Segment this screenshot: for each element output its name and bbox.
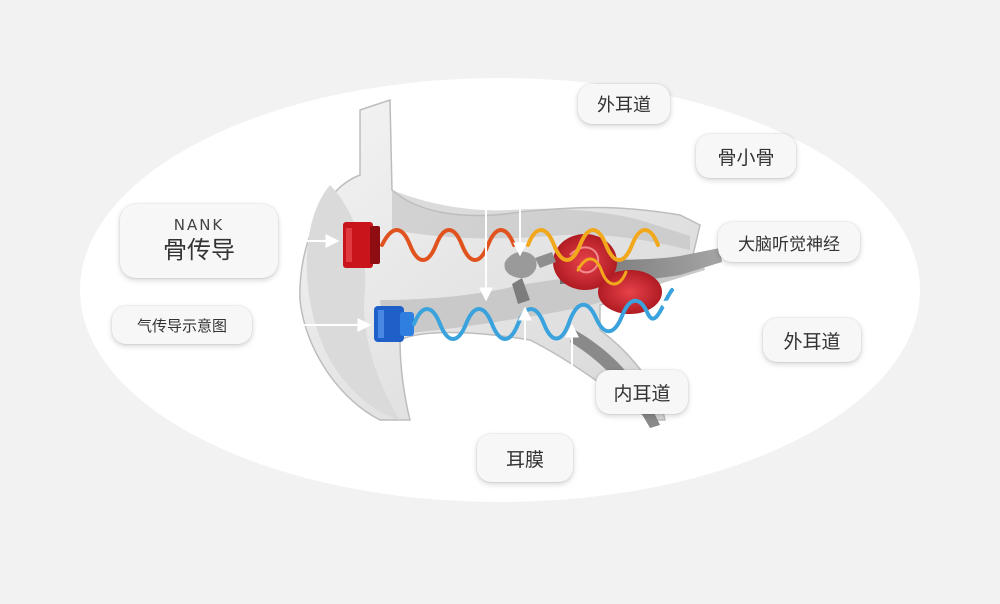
air-conduction-wave (412, 288, 674, 341)
cochlea-wave-inner (576, 257, 628, 286)
outer-ear-canal-label-top: 外耳道 (578, 84, 670, 124)
bone-conduction-wave (380, 228, 516, 262)
ossicles-icon (504, 251, 556, 304)
bone-conduction-transducer-icon (343, 222, 380, 268)
inner-ear-canal-label: 内耳道 (596, 370, 688, 414)
air-conduction-label: 气传导示意图 (112, 306, 252, 344)
cartilage-top (392, 190, 690, 250)
bone-conduction-title: 骨传导 (163, 236, 235, 264)
ossicles-label: 骨小骨 (696, 134, 796, 178)
air-conduction-earphone-icon (374, 306, 414, 342)
bone-conduction-label: NANK 骨传导 (120, 204, 278, 278)
eardrum-label: 耳膜 (477, 434, 573, 482)
auditory-nerve-label: 大脑听觉神经 (718, 222, 860, 262)
leader-lines (254, 103, 764, 434)
bone-conduction-wave-inner (526, 228, 660, 262)
outer-ear-canal-label-right: 外耳道 (763, 318, 861, 362)
brand-name: NANK (173, 216, 225, 234)
